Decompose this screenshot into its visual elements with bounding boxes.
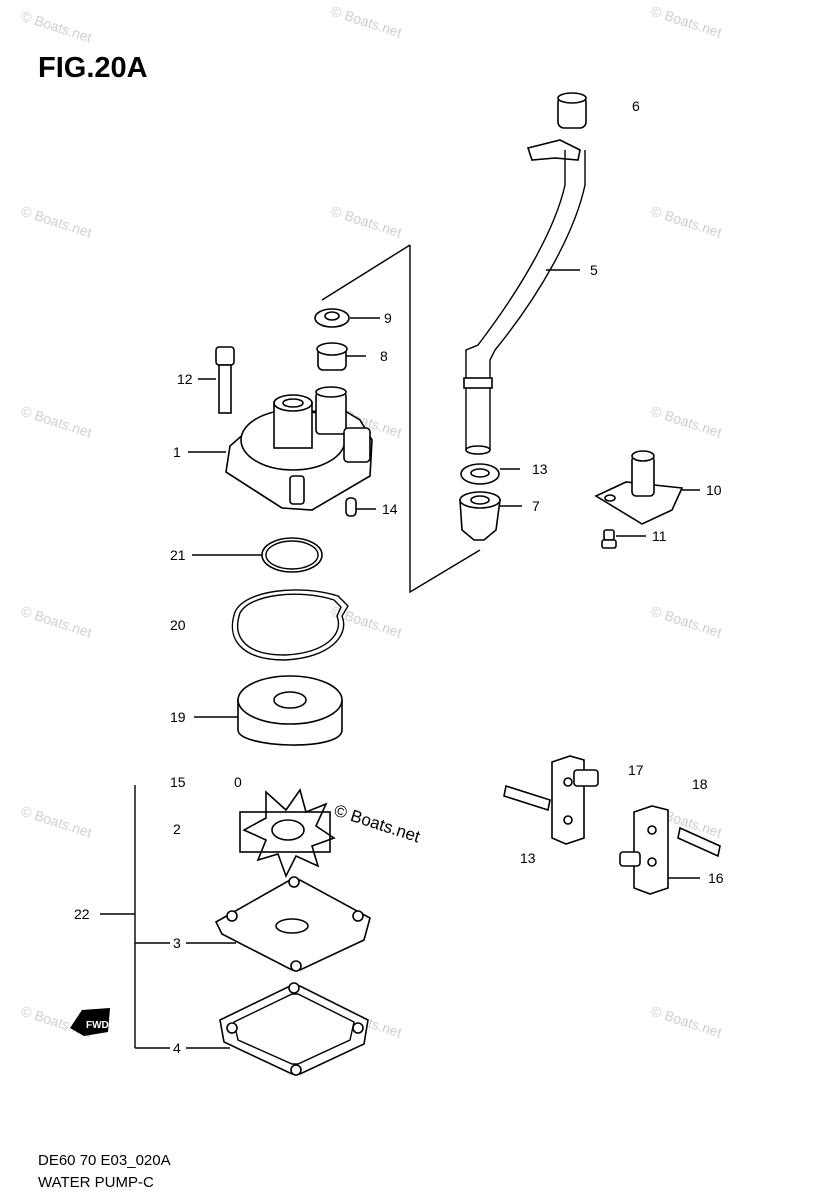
callout-16: 16 — [708, 870, 724, 886]
callout-17: 17 — [628, 762, 644, 778]
watermark: © Boats.net — [329, 3, 404, 41]
callout-22: 22 — [74, 906, 90, 922]
callout-14: 14 — [382, 501, 398, 517]
part-17-bracket — [551, 755, 599, 845]
watermark: © Boats.net — [19, 603, 94, 641]
part-5-tube — [463, 139, 586, 455]
part-19-liner — [237, 675, 343, 746]
callout-1: 1 — [173, 444, 181, 460]
diagram-name: WATER PUMP-C — [38, 1174, 154, 1191]
leader-line — [409, 245, 481, 594]
callout-15: 15 — [170, 774, 186, 790]
part-1-pump-case — [225, 386, 373, 511]
callout-13b: 13 — [520, 850, 536, 866]
callout-10: 10 — [706, 482, 722, 498]
callout-13: 13 — [532, 461, 548, 477]
watermark: © Boats.net — [649, 203, 724, 241]
watermark: © Boats.net — [19, 8, 94, 46]
watermark: © Boats.net — [19, 403, 94, 441]
figure-title: FIG.20A — [38, 52, 148, 84]
diagram-code: DE60 70 E03_020A — [38, 1152, 171, 1169]
part-13-washer — [460, 463, 500, 485]
part-13-bolt — [503, 784, 551, 812]
part-7-grommet — [459, 491, 501, 541]
callout-0: 0 — [234, 774, 242, 790]
callout-19: 19 — [170, 709, 186, 725]
callout-21: 21 — [170, 547, 186, 563]
callout-18: 18 — [692, 776, 708, 792]
watermark: © Boats.net — [329, 203, 404, 241]
callout-12: 12 — [177, 371, 193, 387]
part-3-plate — [214, 876, 371, 972]
callout-3: 3 — [173, 935, 181, 951]
watermark-grid: © Boats.net © Boats.net © Boats.net © Bo… — [19, 3, 724, 1041]
part-2-impeller — [239, 788, 336, 879]
part-10-bracket — [594, 450, 684, 525]
part-20-oring — [231, 589, 349, 661]
watermark: © Boats.net — [649, 603, 724, 641]
callout-9: 9 — [384, 310, 392, 326]
callout-8: 8 — [380, 348, 388, 364]
part-14-pin — [345, 497, 357, 517]
callout-2: 2 — [173, 821, 181, 837]
part-18-bolt — [677, 826, 721, 858]
callout-6: 6 — [632, 98, 640, 114]
part-9-washer — [314, 308, 350, 328]
part-11-screw — [601, 529, 617, 549]
watermark: © Boats.net — [19, 203, 94, 241]
watermark: © Boats.net — [649, 403, 724, 441]
callout-7: 7 — [532, 498, 540, 514]
watermark: © Boats.net — [649, 3, 724, 41]
callout-20: 20 — [170, 617, 186, 633]
fwd-arrow-icon: FWD — [70, 1008, 110, 1036]
part-8-grommet — [316, 342, 348, 371]
part-16-bracket — [619, 805, 669, 895]
fwd-label: FWD — [86, 1020, 109, 1031]
watermark: © Boats.net — [332, 801, 423, 847]
callout-11: 11 — [652, 528, 667, 544]
leader-line — [321, 244, 411, 301]
callout-4: 4 — [173, 1040, 181, 1056]
callout-5: 5 — [590, 262, 598, 278]
watermark: © Boats.net — [19, 803, 94, 841]
part-6-cap — [557, 92, 587, 129]
part-12-bolt — [215, 346, 235, 414]
watermark: © Boats.net — [649, 1003, 724, 1041]
part-21-ring — [261, 537, 323, 573]
part-4-gasket — [219, 982, 369, 1076]
